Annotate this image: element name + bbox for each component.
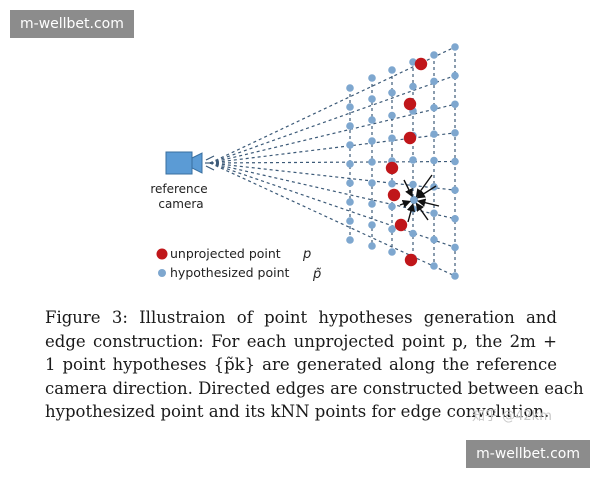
hypothesized-point <box>430 103 438 112</box>
hypothesized-point <box>368 74 376 82</box>
caption-line-2: edge construction: For each unprojected … <box>45 331 557 351</box>
knn-arrow <box>403 179 413 198</box>
hypothesized-point <box>451 100 459 109</box>
watermark-badge-top: m-wellbet.com <box>10 10 134 38</box>
hypothesized-point <box>409 180 417 189</box>
ray-line <box>209 132 456 164</box>
hypothesized-point <box>451 43 459 51</box>
hypothesized-point <box>451 186 459 194</box>
knn-arrow <box>399 199 412 208</box>
hypothesized-point <box>346 103 354 111</box>
ray-line <box>209 162 456 248</box>
caption-line-4: camera direction. Directed edges are con… <box>45 378 584 398</box>
legend-red-dot <box>156 248 168 260</box>
legend-blue-dot <box>158 269 166 277</box>
hypothesized-point <box>368 116 376 124</box>
hypothesized-point <box>346 236 354 244</box>
hypothesized-point <box>430 130 438 138</box>
hypothesized-point <box>346 179 354 187</box>
hypothesized-point <box>368 158 376 166</box>
figure-diagram: reference camera unprojected point p hyp… <box>150 43 459 282</box>
hypothesized-point <box>388 225 396 234</box>
hypothesized-point <box>368 95 376 103</box>
hypothesized-point <box>346 84 354 92</box>
hypothesized-point <box>430 156 438 165</box>
hypothesized-point <box>451 243 459 252</box>
legend-red-symbol: p <box>302 247 311 262</box>
knn-arrow <box>415 202 429 221</box>
camera-emission-line <box>205 155 215 161</box>
unprojected-point <box>394 218 408 232</box>
figure-caption: Figure 3: Illustraion of point hypothese… <box>45 306 584 424</box>
hypothesized-point <box>430 235 438 244</box>
hypothesized-point <box>388 202 396 211</box>
watermark-zhihu: 知乎 @42km <box>472 409 552 424</box>
hypothesized-point <box>451 129 459 137</box>
hypothesized-point <box>451 214 459 223</box>
camera-label-line2: camera <box>158 197 203 211</box>
hypothesized-point <box>368 242 376 250</box>
hypothesized-point <box>346 217 354 225</box>
hypothesized-point <box>388 179 396 188</box>
hypothesized-point <box>430 262 438 270</box>
hypothesized-point <box>430 77 438 86</box>
hypothesized-point <box>409 229 417 238</box>
unprojected-point <box>403 131 417 145</box>
hypothesized-point <box>388 66 396 74</box>
knn-arrow <box>406 202 416 223</box>
caption-line-3: 1 point hypotheses {p̃k} are generated a… <box>45 355 557 374</box>
legend-red-label: unprojected point <box>170 246 281 261</box>
unprojected-point <box>403 97 417 111</box>
legend-blue-label: hypothesized point <box>170 265 290 280</box>
ray-line <box>209 75 456 164</box>
camera-label-line1: reference <box>150 182 207 196</box>
point-markers <box>346 43 459 280</box>
hypothesized-point <box>409 156 417 164</box>
hypothesized-point <box>368 221 376 229</box>
knn-arrow <box>417 198 440 207</box>
unprojected-point <box>404 253 418 267</box>
ray-line <box>209 162 456 220</box>
camera-emission-line <box>205 165 215 171</box>
hypothesized-point <box>430 51 438 59</box>
hypothesized-point <box>451 157 459 166</box>
hypothesized-point <box>388 88 396 97</box>
hypothesized-point <box>368 179 376 187</box>
legend-blue-symbol: p̃ <box>312 267 321 282</box>
hypothesized-point <box>409 82 417 91</box>
center-hypothesis-point <box>410 196 418 204</box>
reference-camera-icon <box>165 151 203 175</box>
knn-arrow <box>416 185 437 199</box>
hypothesized-point <box>346 122 354 130</box>
unprojected-point <box>414 57 428 71</box>
hypothesized-point <box>368 137 376 145</box>
ray-line <box>209 162 456 191</box>
hypothesized-point <box>430 209 438 218</box>
hypothesized-point <box>388 248 396 256</box>
hypothesized-point <box>346 160 354 168</box>
hypothesized-point <box>346 198 354 206</box>
hypothesized-point <box>346 141 354 149</box>
hypothesized-point <box>368 200 376 208</box>
hypothesized-point <box>388 111 396 120</box>
hypothesized-point <box>451 71 459 80</box>
knn-arrows <box>399 174 440 223</box>
caption-line-1: Figure 3: Illustraion of point hypothese… <box>45 308 557 327</box>
watermark-badge-bottom: m-wellbet.com <box>466 440 590 468</box>
unprojected-point <box>387 188 401 202</box>
camera-rays <box>205 46 456 277</box>
hypothesized-point <box>451 272 459 280</box>
ray-line <box>209 103 456 164</box>
hypothesized-point <box>388 134 396 143</box>
caption-line-5: hypothesized point and its kNN points fo… <box>45 402 550 421</box>
unprojected-point <box>385 161 399 175</box>
ray-line <box>209 160 456 164</box>
